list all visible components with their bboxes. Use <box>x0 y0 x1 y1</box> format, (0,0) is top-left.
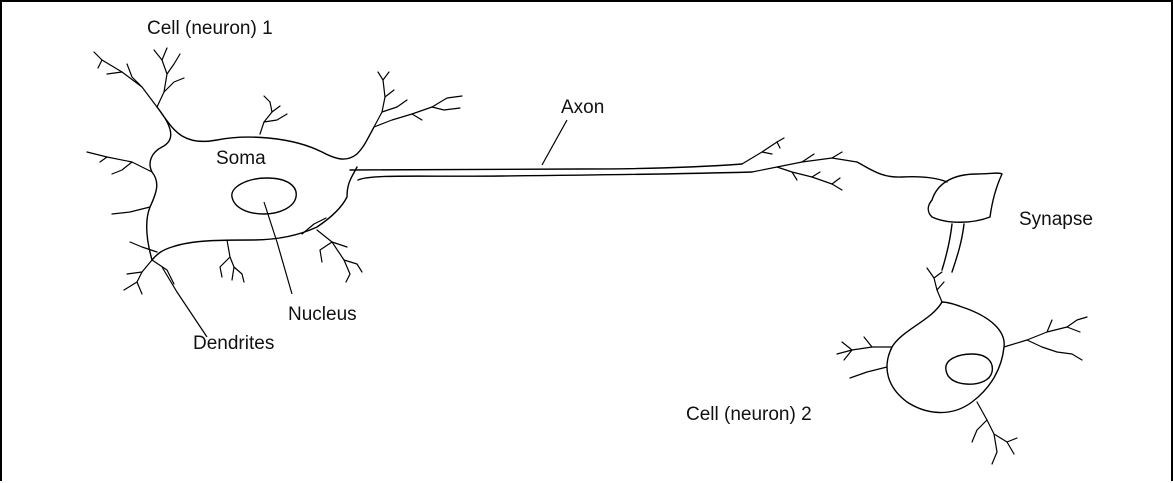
label-cell-1: Cell (neuron) 1 <box>147 18 273 39</box>
label-axon: Axon <box>561 97 604 118</box>
axon-lower-line <box>358 172 752 180</box>
nucleus-pointer <box>264 202 292 294</box>
label-nucleus: Nucleus <box>288 304 357 325</box>
dendrites-pointer <box>162 267 207 337</box>
dendrites-cell-1 <box>87 48 462 294</box>
label-soma: Soma <box>216 148 266 169</box>
axon-to-synapse <box>857 162 947 182</box>
axon-terminal-branches <box>742 138 857 190</box>
axon-upper-line <box>350 164 742 170</box>
nucleus-2 <box>946 354 993 384</box>
synapse-knob <box>928 173 1002 222</box>
synapse-stem <box>942 224 964 272</box>
axon-pointer <box>542 120 567 165</box>
nucleus-1 <box>232 178 296 214</box>
label-dendrites: Dendrites <box>193 333 274 354</box>
label-synapse: Synapse <box>1019 209 1093 230</box>
label-cell-2: Cell (neuron) 2 <box>686 404 812 425</box>
dendrites-cell-2 <box>837 268 1087 464</box>
soma-outline <box>147 107 374 260</box>
